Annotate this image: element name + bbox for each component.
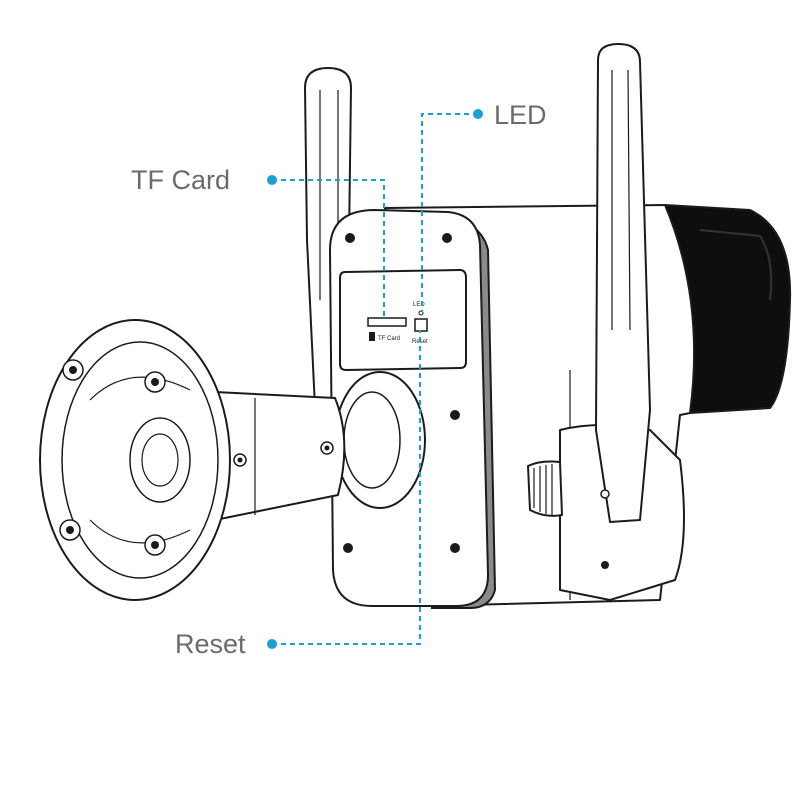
tf-card-icon	[369, 332, 375, 341]
callout-reset: Reset	[175, 330, 421, 659]
reset-button	[414, 318, 428, 332]
callout-label-led: LED	[494, 100, 547, 130]
right-antenna	[527, 43, 685, 601]
callout-label-reset: Reset	[175, 629, 246, 659]
callout-led: LED	[421, 100, 547, 312]
control-panel: TF Card LED Reset	[339, 269, 467, 371]
callout-tf-card: TF Card	[131, 165, 385, 316]
tf-card-slot	[367, 317, 407, 327]
callout-label-tf-card: TF Card	[131, 165, 230, 195]
panel-label-led: LED	[413, 302, 425, 308]
mount-arm	[214, 371, 426, 521]
wall-mount-base	[39, 319, 231, 601]
panel-label-tf-card: TF Card	[378, 336, 400, 342]
